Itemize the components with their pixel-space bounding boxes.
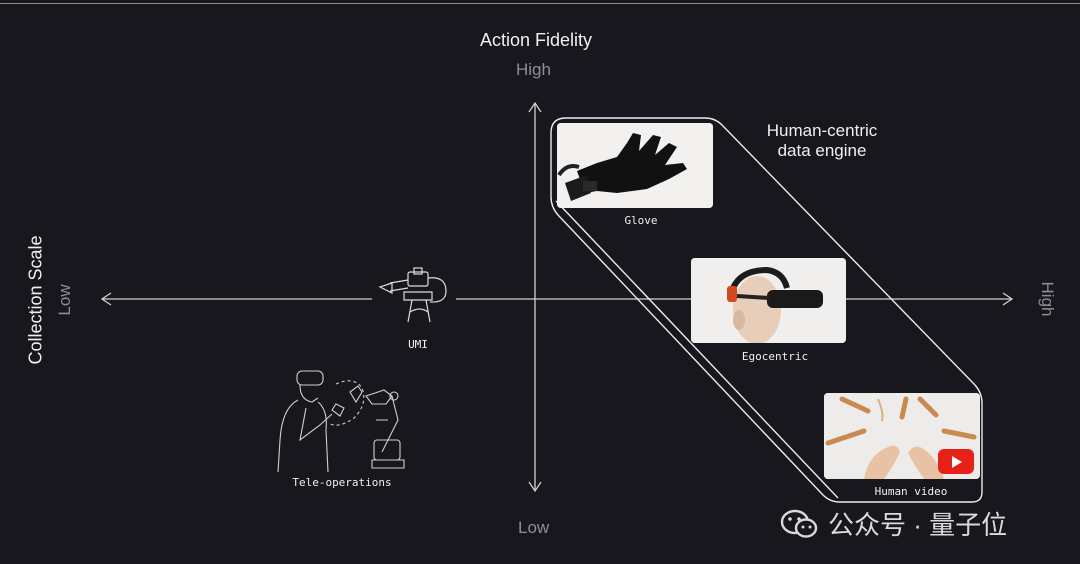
umi-caption: UMI — [408, 338, 428, 351]
x-axis-title: Collection Scale — [25, 235, 46, 365]
glove-image — [557, 123, 713, 208]
egocentric-caption: Egocentric — [741, 350, 809, 363]
glove-icon — [557, 123, 713, 208]
engine-outline — [550, 117, 983, 503]
play-icon — [952, 456, 962, 468]
youtube-icon — [938, 449, 974, 474]
human-video-caption: Human video — [874, 485, 948, 498]
y-axis-low-label: Low — [518, 518, 550, 537]
engine-inner-line — [555, 200, 839, 499]
engine-label: Human-centric data engine — [766, 121, 878, 160]
glove-caption: Glove — [624, 214, 658, 227]
x-axis-low-label: Low — [55, 284, 74, 316]
wechat-icon — [780, 509, 818, 538]
headset-icon — [691, 258, 846, 343]
y-axis-arrow-up — [528, 101, 542, 113]
y-axis-high-label: High — [516, 60, 551, 79]
y-axis-title: Action Fidelity — [480, 30, 593, 50]
top-divider — [0, 3, 1080, 4]
human-video-image — [824, 393, 980, 479]
x-axis-arrow-left — [100, 292, 112, 306]
watermark-text: 公众号 · 量子位 — [828, 510, 1008, 540]
watermark: 公众号 · 量子位 — [780, 505, 1007, 542]
egocentric-image — [691, 258, 846, 343]
x-axis-high-label: High — [1038, 281, 1057, 317]
teleop-sketch — [277, 370, 405, 473]
umi-gripper-sketch — [378, 267, 447, 323]
x-axis-arrow-right — [1002, 292, 1014, 306]
y-axis-arrow-down — [528, 481, 542, 493]
hands-icon — [824, 393, 980, 479]
teleop-caption: Tele-operations — [292, 476, 392, 489]
